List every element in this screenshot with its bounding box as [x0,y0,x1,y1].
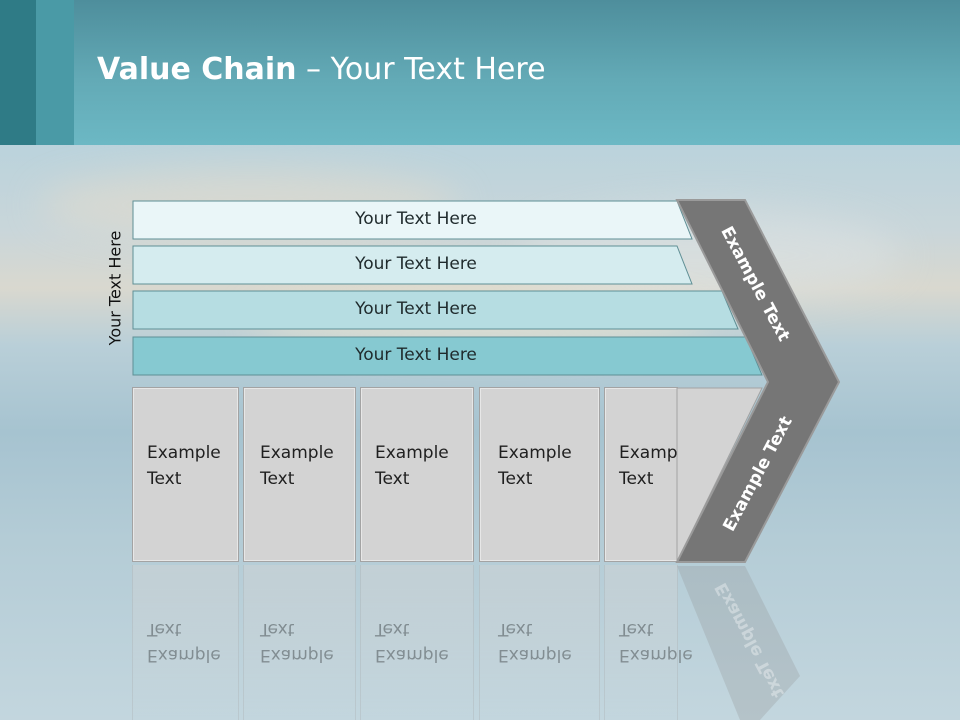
band-1[interactable]: Your Text Here [132,200,694,240]
band-1-label: Your Text Here [355,209,477,229]
band-3[interactable]: Your Text Here [132,290,742,330]
band-4-label: Your Text Here [355,345,477,365]
band-2-label: Your Text Here [355,254,477,274]
header-bar [0,0,960,145]
slide-title[interactable]: Value Chain – Your Text Here [97,52,546,87]
chevron-arrow [675,199,841,563]
header-accent-strip [0,0,36,145]
band-4-shape [132,336,763,376]
band-2[interactable]: Your Text Here [132,245,694,285]
band-1-shape [132,200,693,240]
header-accent-strip [36,0,74,145]
band-4[interactable]: Your Text Here [132,336,766,376]
title-bold: Value Chain [97,52,297,87]
band-3-shape [132,290,739,330]
band-3-label: Your Text Here [355,299,477,319]
chevron-reflection [677,566,800,720]
title-rest: – Your Text Here [296,52,546,87]
band-2-shape [132,245,693,285]
